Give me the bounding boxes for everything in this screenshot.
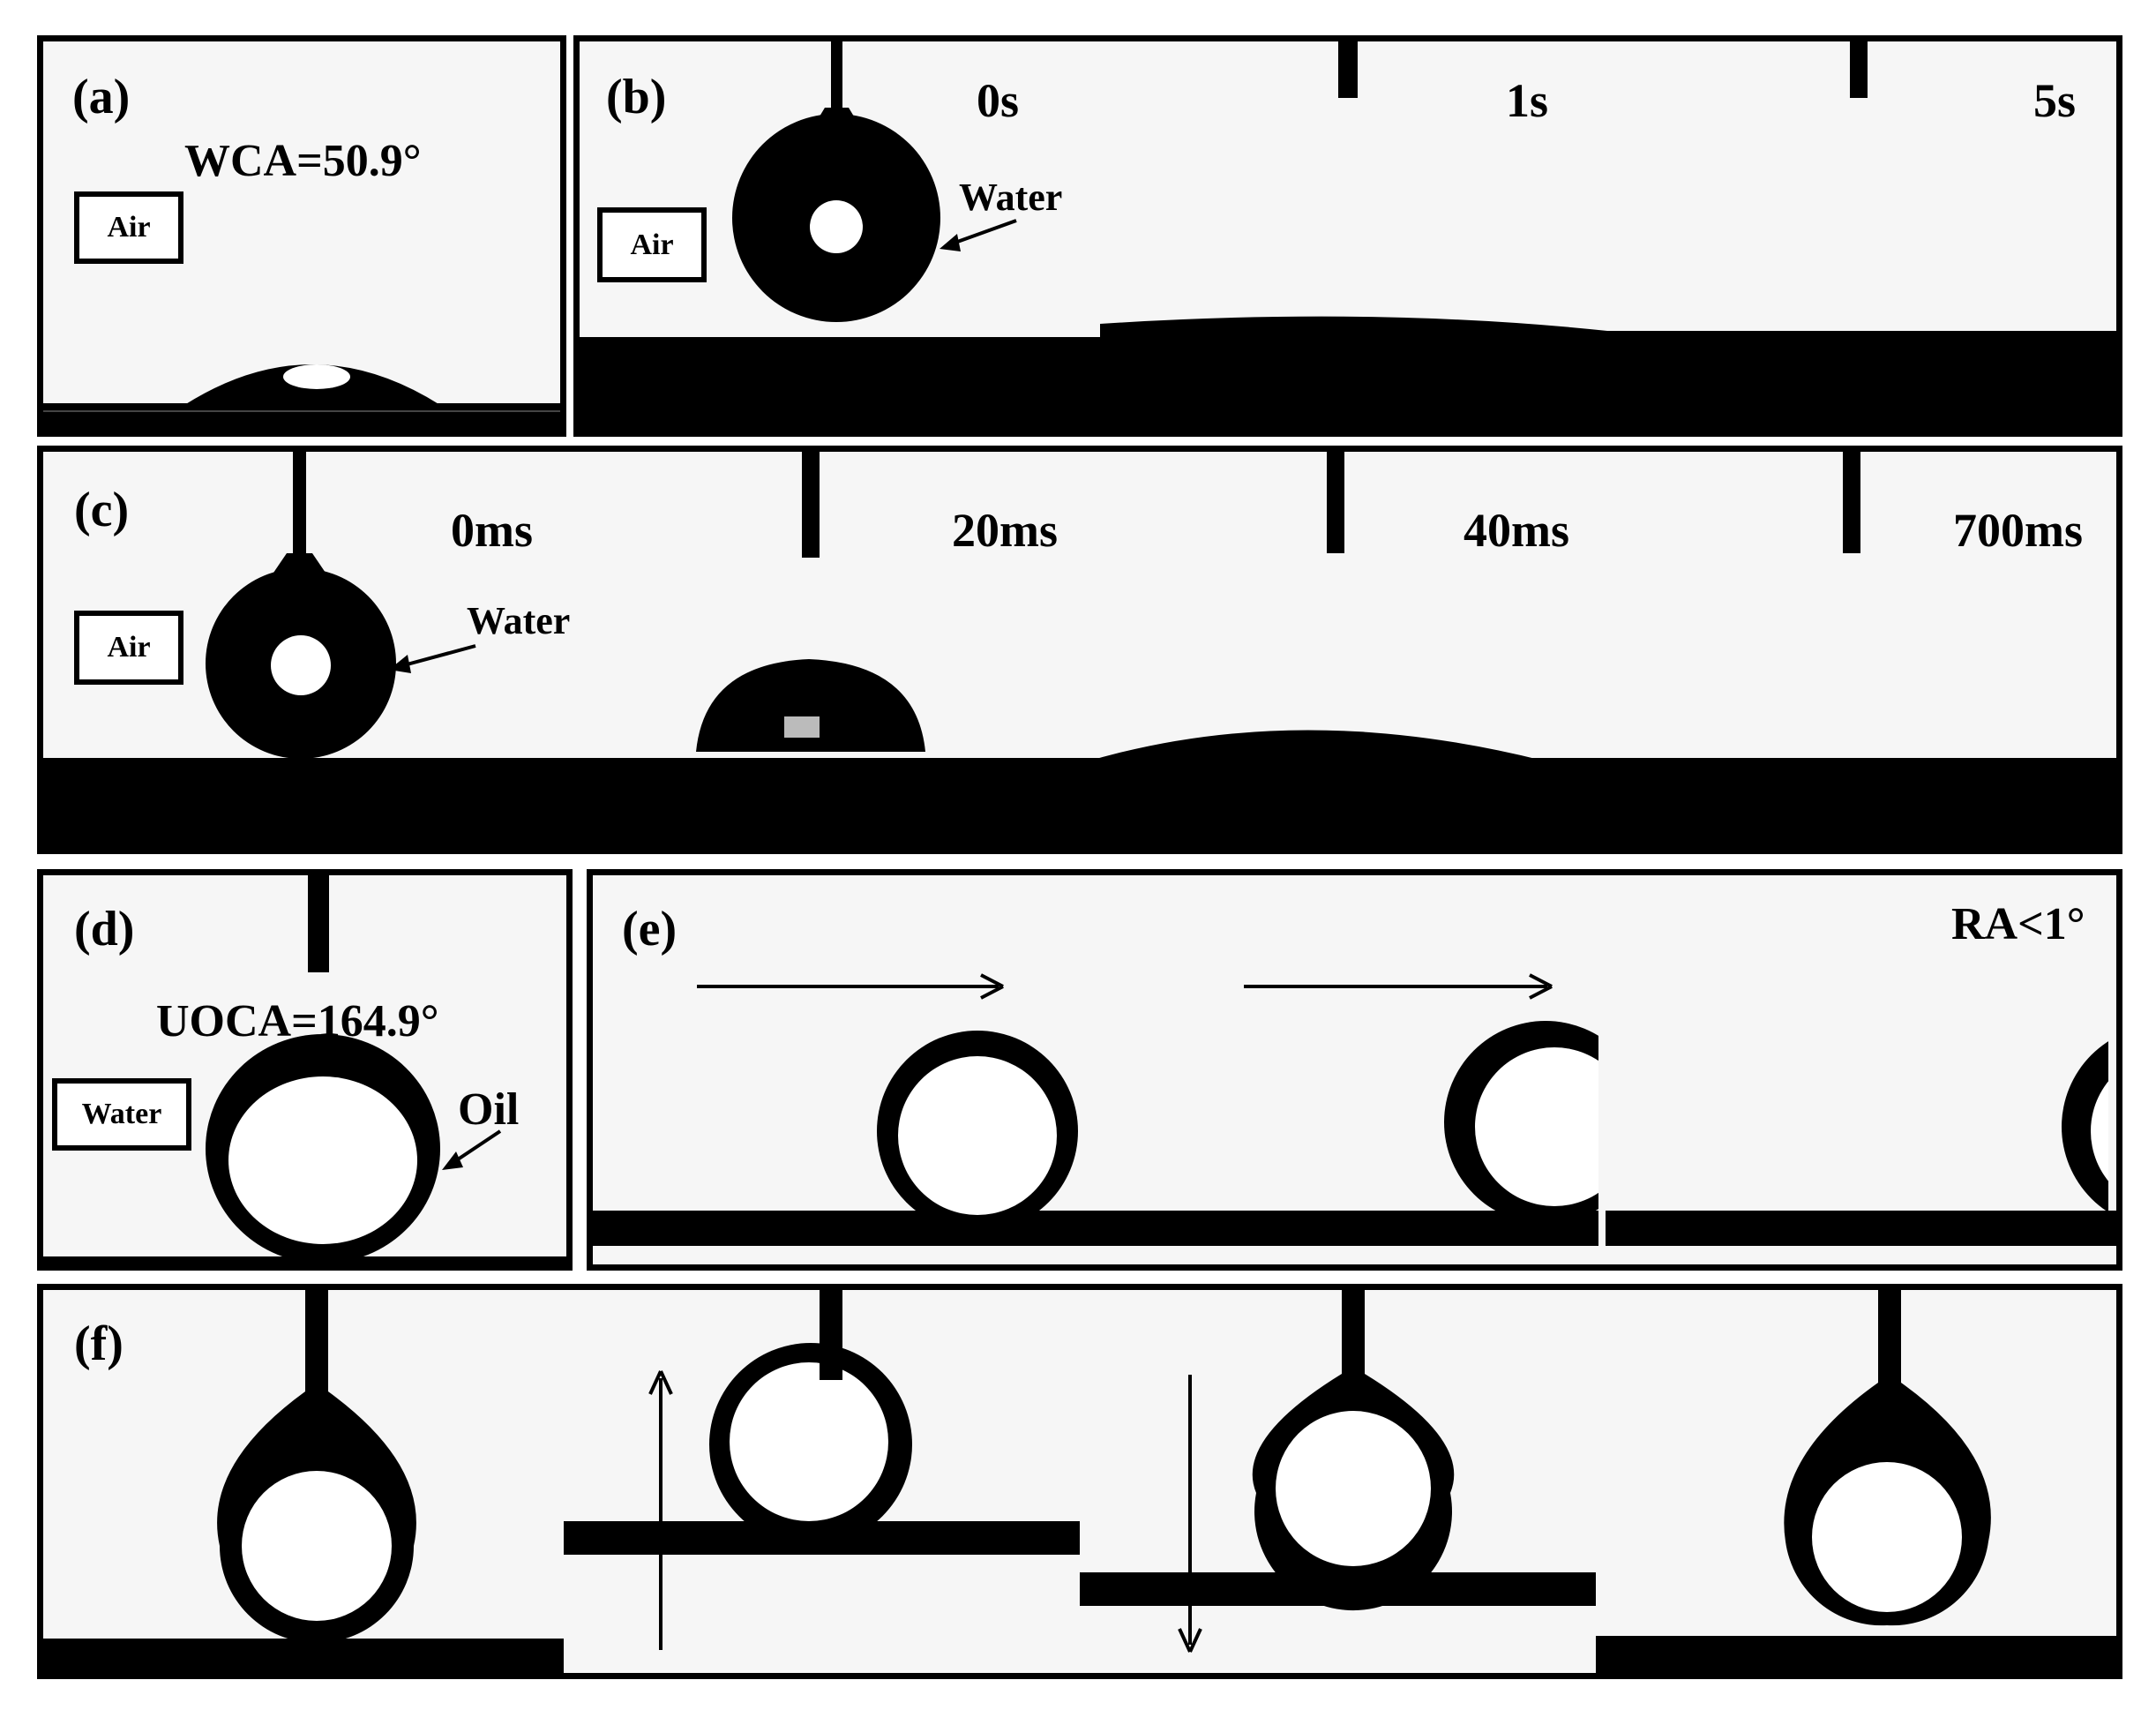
water-annotation: Water xyxy=(959,176,1063,219)
panel-c-image xyxy=(43,452,2116,848)
panel-a-image xyxy=(43,364,560,431)
medium-label: Air xyxy=(107,211,151,244)
time-label-c-2: 40ms xyxy=(1464,504,1569,557)
wca-measurement: WCA=50.9° xyxy=(184,136,422,186)
panel-d: (d) UOCA=164.9° Oil Water xyxy=(37,869,573,1271)
medium-box-air: Air xyxy=(74,611,183,685)
panel-e-label: (e) xyxy=(622,902,677,956)
panel-f-label: (f) xyxy=(74,1316,124,1371)
panel-d-image xyxy=(43,875,566,1264)
medium-label: Air xyxy=(630,228,674,261)
panel-a-label: (a) xyxy=(72,70,131,124)
medium-box-water: Water xyxy=(52,1078,191,1151)
time-label-c-3: 700ms xyxy=(1953,504,2083,557)
water-annotation: Water xyxy=(467,599,571,642)
panel-f: (f) xyxy=(37,1284,2122,1679)
time-label-c-0: 0ms xyxy=(451,504,533,557)
time-label-b-2: 5s xyxy=(2033,74,2077,127)
ra-measurement: RA<1° xyxy=(1951,899,2085,949)
oil-annotation: Oil xyxy=(458,1084,520,1135)
time-label-c-1: 20ms xyxy=(952,504,1058,557)
uoca-measurement: UOCA=164.9° xyxy=(156,996,439,1046)
panel-b: (b) 0s 1s 5s Water Air xyxy=(573,35,2122,437)
medium-label: Water xyxy=(81,1098,162,1130)
time-label-b-1: 1s xyxy=(1506,74,1549,127)
medium-box-air: Air xyxy=(74,191,183,264)
panel-c: (c) 0ms 20ms 40ms 700ms Water Air xyxy=(37,446,2122,854)
medium-box-air: Air xyxy=(597,207,707,282)
time-label-b-0: 0s xyxy=(977,74,1020,127)
medium-label: Air xyxy=(107,631,151,664)
panel-e: (e) RA<1° xyxy=(587,869,2122,1271)
panel-d-label: (d) xyxy=(74,902,135,956)
panel-b-image xyxy=(580,41,2116,431)
panel-f-image xyxy=(43,1290,2116,1673)
panel-b-label: (b) xyxy=(606,70,667,124)
panel-a: (a) WCA=50.9° Air xyxy=(37,35,566,437)
panel-e-image xyxy=(593,875,2116,1264)
panel-c-label: (c) xyxy=(74,483,130,537)
